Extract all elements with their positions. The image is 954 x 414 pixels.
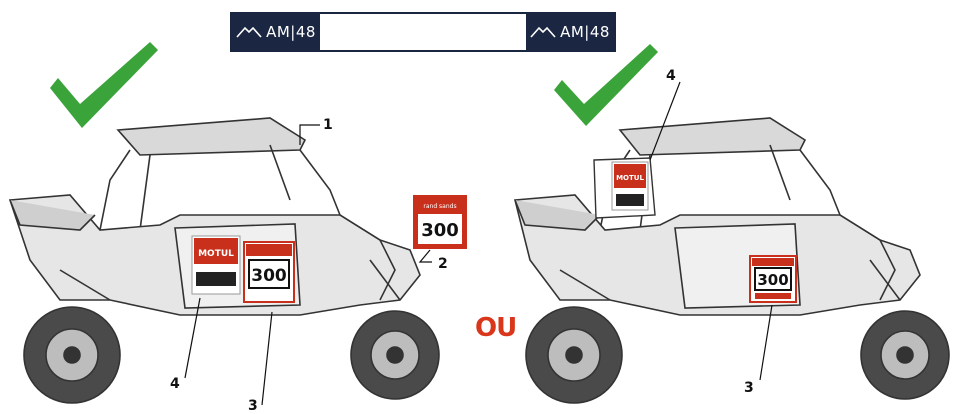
motul-text-right: MOTUL	[616, 174, 644, 182]
right-window-sticker: MOTUL	[594, 158, 655, 218]
label-4-right: 4	[666, 68, 676, 84]
plate-number-left-door: 300	[251, 266, 287, 286]
number-plate-right-door: 300	[750, 256, 796, 302]
left-door-stickers: MOTUL 300	[192, 236, 294, 302]
vehicle-right	[515, 118, 949, 403]
check-icon-right	[554, 44, 658, 126]
label-4-left: 4	[170, 376, 180, 392]
plate-number-right-door: 300	[757, 271, 788, 289]
label-3-right: 3	[744, 380, 754, 396]
check-icon-left	[50, 42, 158, 128]
label-3-left: 3	[248, 398, 258, 414]
number-plate-standalone: rand sands 300	[413, 195, 467, 249]
plate-number-standalone: 300	[421, 220, 459, 241]
plate-header-text: rand sands	[423, 203, 456, 210]
label-1: 1	[323, 117, 333, 133]
label-2: 2	[438, 256, 448, 272]
or-separator: OU	[475, 313, 516, 343]
motul-text-left: MOTUL	[198, 249, 234, 259]
